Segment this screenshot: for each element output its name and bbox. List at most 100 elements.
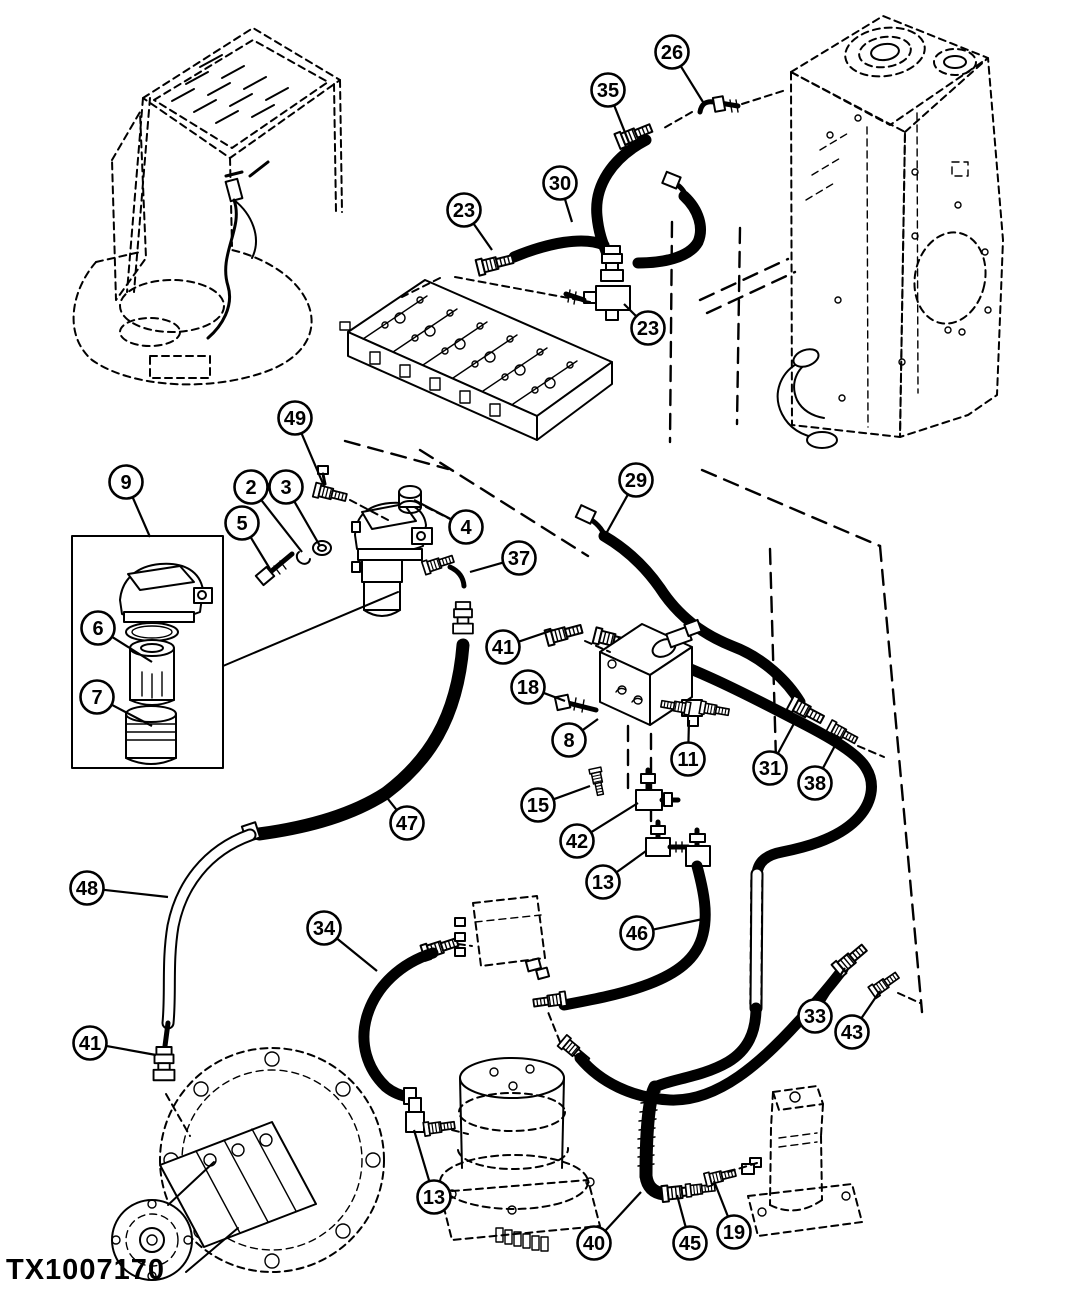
callout-balloon-19: 19 (712, 1180, 752, 1250)
swing-motor (405, 1057, 601, 1252)
callout-balloon-11: 11 (670, 719, 706, 777)
callout-circle (448, 509, 484, 545)
callout-number: 40 (583, 1233, 605, 1255)
adapter-fitting-23 (474, 250, 516, 277)
callout-leader-line (131, 496, 152, 538)
hydraulic-tank (776, 15, 1004, 449)
callout-circle (416, 1179, 452, 1215)
callout-balloon-40: 40 (576, 1191, 642, 1261)
callout-leader-line (413, 499, 452, 521)
callout-leader-line (106, 1044, 157, 1057)
callout-number: 4 (460, 517, 472, 539)
callout-leader-line (821, 739, 839, 769)
bolt-18 (553, 693, 599, 713)
callout-number: 29 (625, 470, 647, 492)
hose-end-fitting-33 (830, 940, 871, 978)
callout-number: 47 (396, 813, 418, 835)
callout-leader-line (336, 937, 378, 972)
callout-circle (520, 787, 556, 823)
callout-number: 23 (453, 200, 475, 222)
fitting-41 (543, 620, 585, 647)
elbow-fitting-42 (635, 767, 681, 811)
assembly-dash-lines (165, 89, 921, 1173)
callout-leader-line (518, 628, 554, 643)
callout-number: 37 (508, 548, 530, 570)
callout-number: 33 (804, 1006, 826, 1028)
callout-circle (542, 165, 578, 201)
elbow-fitting-26 (697, 95, 741, 115)
callout-balloon-43: 43 (834, 990, 881, 1050)
callout-number: 19 (723, 1222, 745, 1244)
callout-number: 31 (759, 758, 781, 780)
callout-circle (630, 310, 666, 346)
callout-number: 13 (592, 872, 614, 894)
callout-balloon-18: 18 (510, 669, 566, 705)
spacer-4 (398, 485, 422, 514)
elbow-fitting (661, 170, 689, 199)
filter-detail-box (71, 535, 399, 769)
elbow-fitting-37 (420, 551, 474, 635)
callout-balloon-33: 33 (797, 967, 846, 1034)
fitting-41-lower (152, 1046, 176, 1082)
callout-circle (654, 34, 690, 70)
tee-fitting-23 (563, 245, 631, 321)
callout-leader-line (675, 1194, 687, 1228)
callout-balloon-47: 47 (383, 793, 425, 841)
callout-circle (797, 998, 833, 1034)
callout-number: 11 (677, 749, 698, 771)
callout-balloon-26: 26 (654, 34, 704, 103)
callout-circle (551, 722, 587, 758)
elbow-fitting-13-pump (405, 1097, 457, 1137)
callout-leader-line (623, 303, 638, 318)
callout-leader-line (472, 222, 493, 251)
callout-leader-line (553, 784, 591, 801)
callout-number: 41 (79, 1033, 101, 1055)
callout-balloon-13: 13 (412, 1129, 452, 1215)
callout-balloon-4: 4 (413, 499, 484, 545)
callout-leader-line (606, 493, 629, 533)
callout-balloon-42: 42 (559, 802, 639, 859)
callout-number: 7 (91, 687, 102, 709)
filter-head (119, 562, 213, 623)
washer-3 (312, 540, 332, 556)
callout-number: 49 (284, 408, 306, 430)
control-valve-bank (339, 279, 613, 441)
callout-leader-line (687, 719, 691, 743)
callout-leader-line (615, 850, 647, 874)
callout-circle (80, 610, 116, 646)
callout-balloon-2: 2 (233, 469, 303, 553)
callout-balloon-3: 3 (268, 469, 321, 547)
callout-leader-line (581, 718, 599, 732)
callout-number: 6 (92, 618, 103, 640)
callout-circle (672, 1225, 708, 1261)
callout-circle (485, 629, 521, 665)
callout-circle (233, 469, 269, 505)
callout-leader-line (604, 1191, 642, 1232)
callout-number: 43 (841, 1022, 863, 1044)
callout-leader-line (260, 499, 303, 553)
figure-id-label: TX1007170 (6, 1254, 165, 1286)
callout-balloon-41: 41 (485, 628, 554, 665)
solenoid-valve (741, 1085, 863, 1237)
callout-balloon-38: 38 (797, 739, 839, 801)
o-ring (125, 622, 179, 642)
callout-number: 23 (637, 318, 659, 340)
callout-leader-line (679, 65, 704, 103)
callout-leader-line (103, 888, 169, 899)
callout-balloon-37: 37 (469, 540, 537, 576)
callout-circle (108, 464, 144, 500)
callout-number: 2 (245, 477, 256, 499)
callout-number: 5 (236, 513, 247, 535)
callout-leader-line (293, 500, 321, 547)
phantom-border-lines (343, 220, 924, 1014)
callout-number: 38 (804, 773, 826, 795)
hose-33 (556, 940, 902, 1106)
callout-balloon-9: 9 (108, 464, 152, 538)
callout-circle (306, 910, 342, 946)
callout-circle (670, 741, 706, 777)
callout-balloon-35: 35 (590, 72, 632, 146)
excavator-cab (72, 27, 343, 386)
